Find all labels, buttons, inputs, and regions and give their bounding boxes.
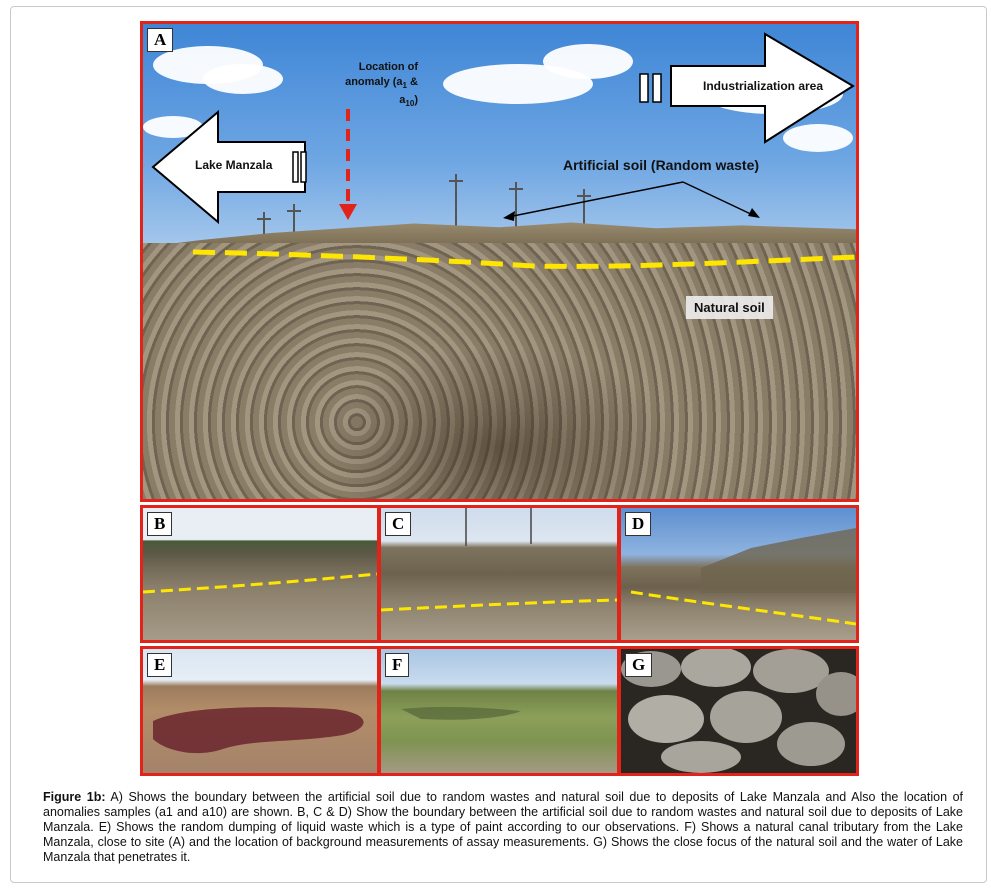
cloud bbox=[783, 124, 853, 152]
lake-arrow-bar bbox=[292, 151, 299, 183]
canal-overlay bbox=[401, 706, 521, 720]
boundary-line bbox=[630, 590, 856, 626]
industrialization-arrow-bar bbox=[652, 73, 662, 103]
panel-e: E bbox=[140, 646, 380, 776]
pylon bbox=[287, 204, 301, 244]
liquid-waste-overlay bbox=[153, 707, 364, 754]
lake-label: Lake Manzala bbox=[195, 158, 273, 172]
industrialization-arrow-shape bbox=[670, 32, 855, 144]
cloud bbox=[143, 116, 203, 138]
artificial-soil-label: Artificial soil (Random waste) bbox=[563, 157, 760, 173]
panel-f: F bbox=[378, 646, 620, 776]
panel-letter: G bbox=[625, 653, 653, 677]
boundary-line bbox=[192, 249, 856, 269]
boundary-overlay bbox=[630, 528, 856, 626]
pylon bbox=[449, 174, 463, 244]
anomaly-label: Location of anomaly (a1 & a10) bbox=[345, 61, 418, 109]
panel-letter: F bbox=[385, 653, 410, 677]
soil-clod bbox=[753, 649, 829, 693]
lake-arrow-bar bbox=[300, 151, 307, 183]
panel-letter: B bbox=[147, 512, 173, 536]
panel-a: Location of anomaly (a1 & a10) Industria… bbox=[140, 21, 859, 502]
soil-clod bbox=[816, 672, 856, 716]
industrialization-label: Industrialization area bbox=[703, 79, 824, 93]
boundary-overlay bbox=[381, 508, 617, 612]
pylon bbox=[509, 182, 523, 244]
ground bbox=[143, 242, 856, 499]
panel-letter: C bbox=[385, 512, 412, 536]
artificial-soil-pointer-head bbox=[748, 208, 760, 218]
soil-clods-overlay bbox=[621, 649, 856, 773]
cloud bbox=[203, 64, 283, 94]
panel-c: C bbox=[378, 505, 620, 643]
boundary-overlay bbox=[143, 572, 377, 594]
pylon bbox=[577, 189, 591, 244]
panel-d: D bbox=[618, 505, 859, 643]
soil-clod bbox=[628, 695, 704, 743]
artificial-soil-pointer bbox=[682, 181, 756, 217]
anomaly-arrow-head bbox=[339, 204, 357, 220]
canal-water bbox=[401, 706, 521, 720]
panel-letter: E bbox=[147, 653, 173, 677]
caption-text: A) Shows the boundary between the artifi… bbox=[43, 790, 963, 864]
paint-pool bbox=[153, 707, 364, 754]
annotation-overlay bbox=[151, 32, 856, 269]
artificial-soil-pointer bbox=[507, 181, 684, 218]
photo bbox=[381, 508, 617, 640]
figure-caption: Figure 1b: A) Shows the boundary between… bbox=[43, 790, 963, 865]
photo bbox=[143, 508, 377, 640]
caption-label: Figure 1b: bbox=[43, 790, 106, 804]
pylon bbox=[257, 212, 271, 244]
panel-g: G bbox=[618, 646, 859, 776]
panel-letter: A bbox=[147, 28, 174, 52]
panel-b: B bbox=[140, 505, 380, 643]
artificial-soil-pointer-head bbox=[503, 211, 515, 221]
panel-letter: D bbox=[625, 512, 652, 536]
industrialization-arrow-bar bbox=[639, 73, 649, 103]
natural-soil-label: Natural soil bbox=[686, 296, 773, 319]
soil-clod bbox=[681, 649, 751, 687]
boundary-line bbox=[143, 572, 377, 594]
soil-clod bbox=[710, 691, 782, 743]
boundary-line bbox=[381, 598, 617, 612]
waste-mound bbox=[701, 528, 856, 593]
soil-clod bbox=[661, 741, 741, 773]
soil-clod bbox=[777, 722, 845, 766]
cloud bbox=[543, 44, 633, 79]
